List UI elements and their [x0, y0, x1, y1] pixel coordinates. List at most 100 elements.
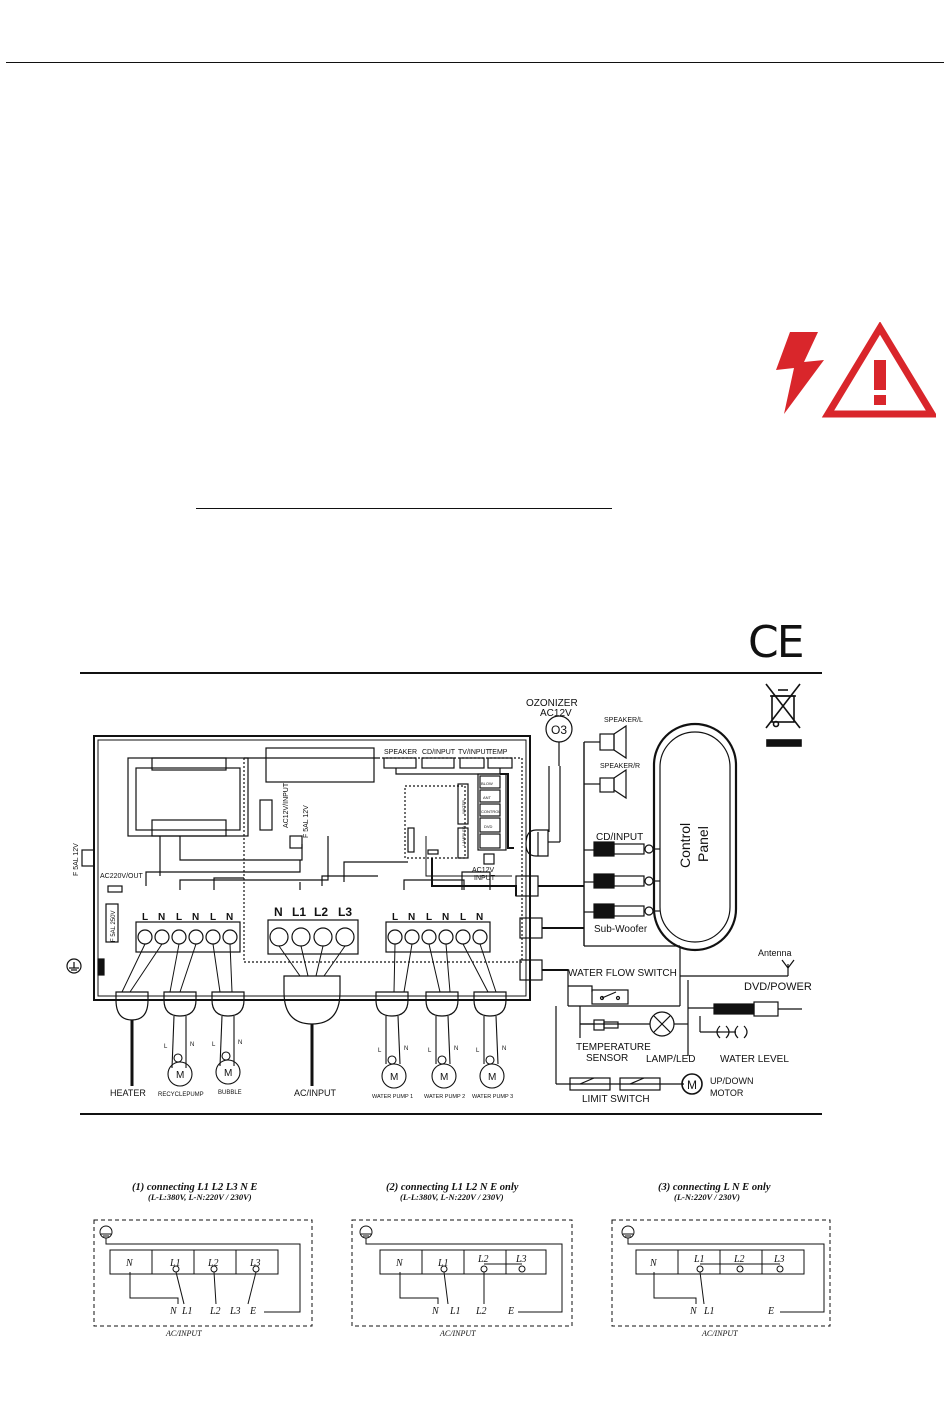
input-label: INPUT [474, 875, 496, 882]
pump-pin-n: N [190, 1042, 194, 1048]
header-rule [6, 62, 944, 63]
option-1-wire: E [249, 1306, 256, 1317]
wiring-diagram: SPEAKER CD/INPUT TV/INPUT TEMP AC12V/INP… [66, 683, 812, 1105]
mini-label-control: CONTROL [481, 809, 501, 814]
option-1-terminal: N [125, 1258, 134, 1269]
terminal-left-label: N [158, 912, 165, 923]
antenna-label: Antenna [758, 948, 792, 958]
water-pump-2-label: WATER PUMP 2 [424, 1094, 465, 1100]
option-3-wire: E [767, 1306, 774, 1317]
heater-label: HEATER [110, 1088, 146, 1098]
ozonizer-label: OZONIZER [526, 698, 578, 709]
terminal-main-label: N [274, 905, 283, 919]
control-panel-label: Control [677, 823, 693, 868]
mini-label-ant: ANT [483, 795, 492, 800]
pump-pin-n: N [238, 1040, 242, 1046]
water-level-label: WATER LEVEL [720, 1054, 789, 1065]
option-3-terminal: L2 [733, 1254, 745, 1265]
speaker-port-label: SPEAKER [384, 749, 417, 756]
ce-mark-icon: CE [748, 617, 805, 668]
terminal-main-label: L3 [338, 905, 352, 919]
option-1-wire: N [169, 1306, 178, 1317]
limit-switch-label: LIMIT SWITCH [582, 1094, 650, 1105]
ac-input-label: AC/INPUT [294, 1088, 337, 1098]
option-1-terminal: L1 [169, 1258, 181, 1269]
terminal-right-label: L [392, 912, 398, 923]
option-1-wire: L2 [209, 1306, 221, 1317]
terminal-right-label: N [442, 912, 449, 923]
lamp-led-label: LAMP/LED [646, 1054, 695, 1065]
control-panel-label: Panel [695, 826, 711, 862]
pump-pin-l: L [476, 1048, 480, 1054]
terminal-right-label: N [408, 912, 415, 923]
option-2-terminal: L1 [437, 1258, 449, 1269]
terminal-left-label: L [176, 912, 182, 923]
fuse-12v-small-label: F 5AL 12V [303, 805, 310, 838]
option-3-wire: N [689, 1306, 698, 1317]
option-3-title: (3) connecting L N E only [658, 1182, 771, 1193]
diagram-bottom-rule [80, 1113, 822, 1115]
short-rule [196, 508, 612, 509]
pump-pin-l: L [212, 1042, 216, 1048]
terminal-left-label: L [210, 912, 216, 923]
ac220v-out-label: AC220V/OUT [100, 873, 144, 880]
option-1-wire: L3 [229, 1306, 241, 1317]
terminal-left-label: N [192, 912, 199, 923]
option-2-wire: E [507, 1306, 514, 1317]
option-1-title: (1) connecting L1 L2 L3 N E [132, 1182, 257, 1193]
option-3-terminal: N [649, 1258, 658, 1269]
speaker-l-label: SPEAKER/L [604, 717, 643, 724]
up-down-motor-label: UP/DOWN [710, 1076, 754, 1086]
wiring-options: (1) connecting L1 L2 L3 N E (L-L:380V, L… [93, 1182, 831, 1338]
option-3-caption: AC/INPUT [701, 1329, 738, 1338]
bubble-label: BUBBLE [218, 1090, 242, 1096]
ozone-symbol: O3 [551, 723, 567, 737]
wiring-option-2 [351, 1219, 573, 1327]
recycle-pump-label: RECYCLEPUMP [158, 1092, 204, 1098]
diagram-top-rule [80, 672, 822, 674]
terminal-left-label: N [226, 912, 233, 923]
terminal-main-label: L2 [314, 905, 328, 919]
option-2-wire: L2 [475, 1306, 487, 1317]
ac12v-label: AC12V [472, 867, 495, 874]
pump-pin-n: N [404, 1046, 408, 1052]
fuse-12v-left-label: F 5AL 12V [73, 843, 80, 876]
temperature-sensor-label: TEMPERATURE [576, 1042, 651, 1053]
option-2-subtitle: (L-L:380V, L-N:220V / 230V) [400, 1192, 504, 1202]
ozonizer-voltage-label: AC12V [540, 708, 572, 719]
motor-letter: M [390, 1072, 398, 1083]
tv-input-port-label: TV/INPUT [458, 749, 491, 756]
option-3-terminal: L3 [773, 1254, 785, 1265]
electrical-hazard-warning-icon [776, 322, 936, 418]
option-2-title: (2) connecting L1 L2 N E only [386, 1182, 519, 1193]
option-1-subtitle: (L-L:380V, L-N:220V / 230V) [148, 1192, 252, 1202]
terminal-left-label: L [142, 912, 148, 923]
option-1-wire: L1 [181, 1306, 193, 1317]
mini-label-water: WATER [461, 800, 466, 814]
pump-pin-n: N [502, 1046, 506, 1052]
mini-label-dvd: DVD [484, 824, 493, 829]
ac12v-input-label: AC12V/INPUT [283, 782, 290, 828]
temp-port-label: TEMP [488, 749, 508, 756]
motor-letter: M [224, 1068, 232, 1079]
crossed-out-wheelie-bin-icon [765, 683, 802, 747]
motor-letter: M [440, 1072, 448, 1083]
wiring-option-1 [93, 1219, 313, 1327]
terminal-right-label: L [426, 912, 432, 923]
option-2-terminal: L3 [515, 1254, 527, 1265]
terminal-right-label: N [476, 912, 483, 923]
option-1-terminal: L3 [249, 1258, 261, 1269]
speaker-r-label: SPEAKER/R [600, 763, 640, 770]
option-2-caption: AC/INPUT [439, 1329, 476, 1338]
option-3-wire: L1 [703, 1306, 715, 1317]
mini-label-lamp: LAMP/LED [461, 826, 466, 846]
water-flow-switch-label: WATER FLOW SWITCH [568, 968, 677, 979]
option-1-caption: AC/INPUT [165, 1329, 202, 1338]
pump-pin-l: L [378, 1048, 382, 1054]
motor-letter: M [488, 1072, 496, 1083]
dvd-power-label: DVD/POWER [744, 981, 812, 993]
option-3-terminal: L1 [693, 1254, 705, 1265]
option-2-wire: N [431, 1306, 440, 1317]
terminal-main-label: L1 [292, 905, 306, 919]
pump-pin-l: L [164, 1044, 168, 1050]
